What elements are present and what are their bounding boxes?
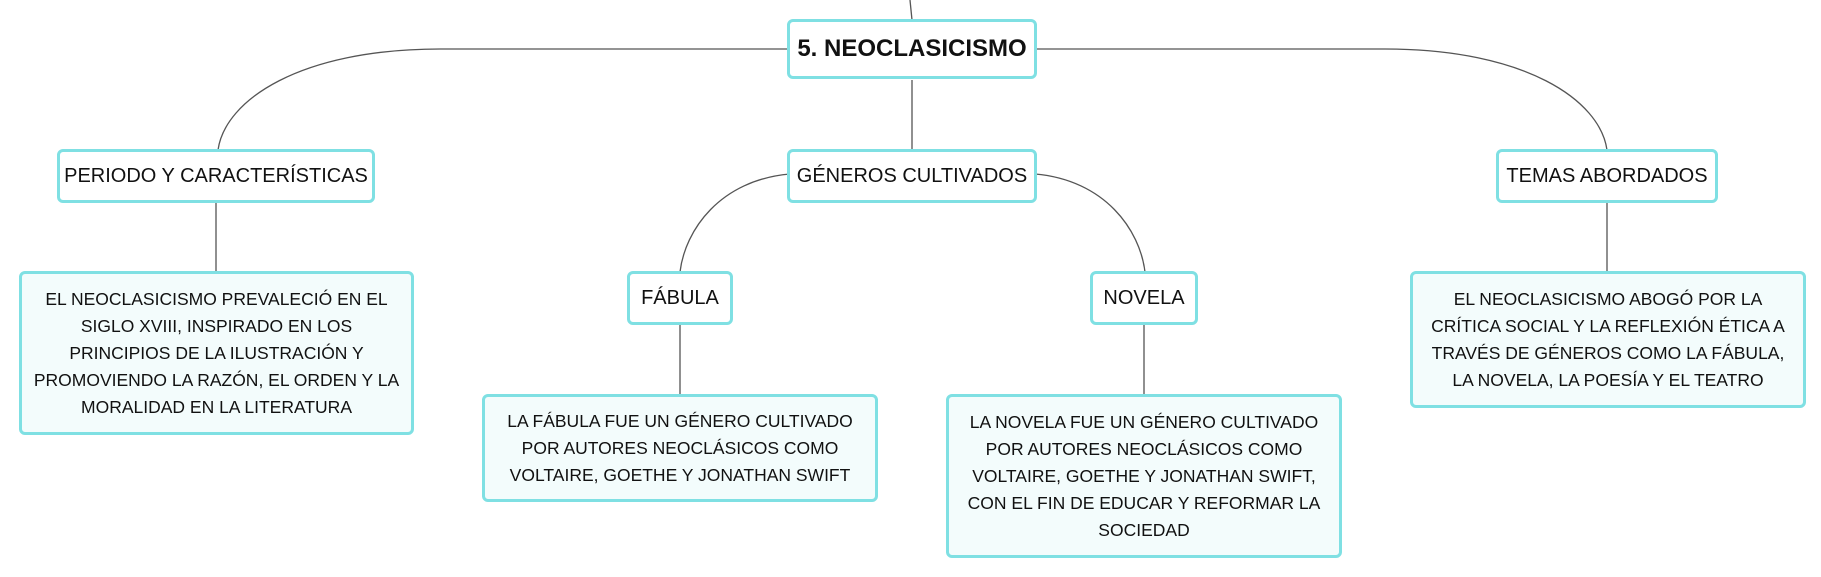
topic-temas[interactable]: TEMAS ABORDADOS [1496, 149, 1718, 203]
topic-generos[interactable]: GÉNEROS CULTIVADOS [787, 149, 1037, 203]
description-novela[interactable]: LA NOVELA FUE UN GÉNERO CULTIVADO POR AU… [946, 394, 1342, 558]
root-node-title[interactable]: 5. NEOCLASICISMO [787, 19, 1037, 79]
subtopic-fabula[interactable]: FÁBULA [627, 271, 733, 325]
subtopic-novela[interactable]: NOVELA [1090, 271, 1198, 325]
description-periodo[interactable]: EL NEOCLASICISMO PREVALECIÓ EN EL SIGLO … [19, 271, 414, 435]
topic-periodo[interactable]: PERIODO Y CARACTERÍSTICAS [57, 149, 375, 203]
connector-generos-to-fabula [679, 173, 791, 273]
connector-generos-to-novela [1034, 173, 1146, 273]
connector-root-to-periodo [217, 48, 790, 151]
connector-parent-to-root [909, 0, 913, 21]
connector-root-to-temas [1035, 48, 1608, 151]
description-fabula[interactable]: LA FÁBULA FUE UN GÉNERO CULTIVADO POR AU… [482, 394, 878, 502]
description-temas[interactable]: EL NEOCLASICISMO ABOGÓ POR LA CRÍTICA SO… [1410, 271, 1806, 408]
